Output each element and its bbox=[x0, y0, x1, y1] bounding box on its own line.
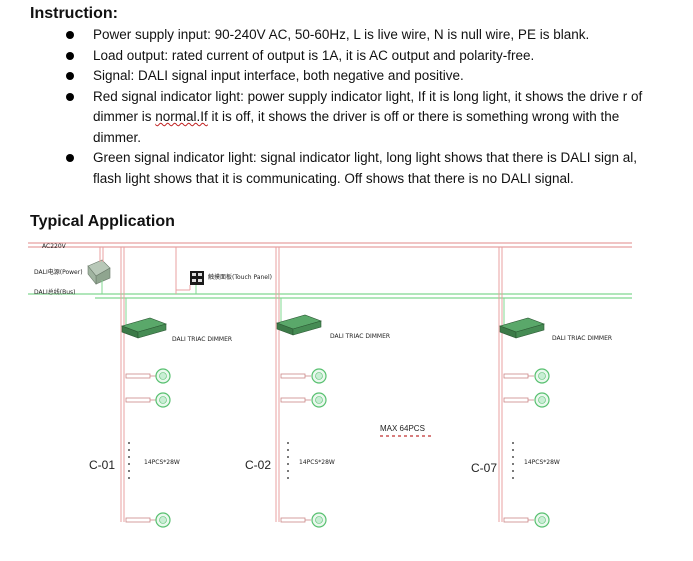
channel-label: C-01 bbox=[89, 458, 115, 472]
touch-panel-icon bbox=[190, 271, 204, 285]
instruction-list: Power supply input: 90-240V AC, 50-60Hz,… bbox=[64, 25, 664, 189]
lamp-row bbox=[280, 368, 327, 384]
lamp-count-label: 14PCS*28W bbox=[299, 459, 335, 466]
lamp-row bbox=[125, 368, 171, 384]
instruction-text: Red signal indicator light: power supply… bbox=[93, 88, 643, 125]
instruction-item: Green signal indicator light: signal ind… bbox=[64, 148, 664, 189]
lamp-count-label: 14PCS*28W bbox=[524, 459, 560, 466]
instruction-text: Load output: rated current of output is … bbox=[93, 47, 535, 63]
dimmer-label: DALI TRIAC DIMMER bbox=[330, 333, 390, 340]
lamp-row bbox=[503, 368, 550, 384]
instruction-text-flagged: normal.If bbox=[155, 109, 208, 124]
lamp-row bbox=[125, 512, 171, 528]
dimmer-label: DALI TRIAC DIMMER bbox=[552, 335, 612, 342]
touch-panel-label: 触摸面板(Touch Panel) bbox=[208, 273, 272, 281]
dali-triac-dimmer-icon bbox=[499, 317, 545, 339]
lamp-row bbox=[280, 392, 327, 408]
instruction-text: it is off, it shows the driver is off or… bbox=[93, 109, 620, 145]
dali-bus-label: DALI总线(Bus) bbox=[34, 288, 75, 296]
instruction-item: Red signal indicator light: power supply… bbox=[64, 87, 664, 149]
instruction-heading: Instruction: bbox=[30, 5, 118, 22]
lamp-row bbox=[503, 392, 550, 408]
dimmer-label: DALI TRIAC DIMMER bbox=[172, 336, 232, 343]
ac-mains-lines bbox=[28, 242, 632, 248]
dali-bus-lines bbox=[28, 293, 632, 299]
channel-label: C-07 bbox=[471, 461, 497, 475]
channel-c02: DALI TRIAC DIMMER C-02 14PCS*28W bbox=[245, 247, 390, 528]
lamp-row bbox=[503, 512, 550, 528]
ac-label: AC220V bbox=[42, 243, 67, 250]
dali-power-supply-icon bbox=[87, 259, 111, 285]
dali-power-label: DALI电源(Power) bbox=[34, 268, 83, 276]
application-heading: Typical Application bbox=[30, 213, 175, 230]
bullet-icon bbox=[66, 92, 74, 101]
instruction-text: Power supply input: 90-240V AC, 50-60Hz,… bbox=[93, 27, 590, 42]
instruction-item: Signal: DALI signal input interface, bot… bbox=[64, 66, 664, 87]
channel-c07: DALI TRIAC DIMMER C-07 14PCS*28W bbox=[471, 247, 612, 528]
channel-c01: DALI TRIAC DIMMER C-01 14PCS*28W bbox=[89, 247, 232, 528]
bullet-icon bbox=[66, 154, 74, 162]
bullet-icon bbox=[66, 72, 74, 80]
channel-label: C-02 bbox=[245, 458, 271, 472]
lamp-row bbox=[125, 392, 171, 408]
max-count-label: MAX 64PCS bbox=[380, 424, 425, 433]
instruction-item: Power supply input: 90-240V AC, 50-60Hz,… bbox=[64, 25, 664, 46]
bullet-icon bbox=[66, 51, 74, 60]
wiring-diagram: AC220V DALI电源(Power) DALI总线(Bus) 触摸面板(To… bbox=[28, 242, 632, 528]
instruction-text: Signal: DALI signal input interface, bot… bbox=[93, 68, 464, 83]
instruction-item: Load output: rated current of output is … bbox=[64, 46, 664, 67]
bullet-icon bbox=[66, 31, 74, 39]
instruction-text: Green signal indicator light: signal ind… bbox=[93, 150, 638, 186]
lamp-count-label: 14PCS*28W bbox=[144, 459, 180, 466]
dali-triac-dimmer-icon bbox=[121, 317, 167, 339]
lamp-row bbox=[280, 512, 327, 528]
dali-triac-dimmer-icon bbox=[276, 314, 322, 336]
